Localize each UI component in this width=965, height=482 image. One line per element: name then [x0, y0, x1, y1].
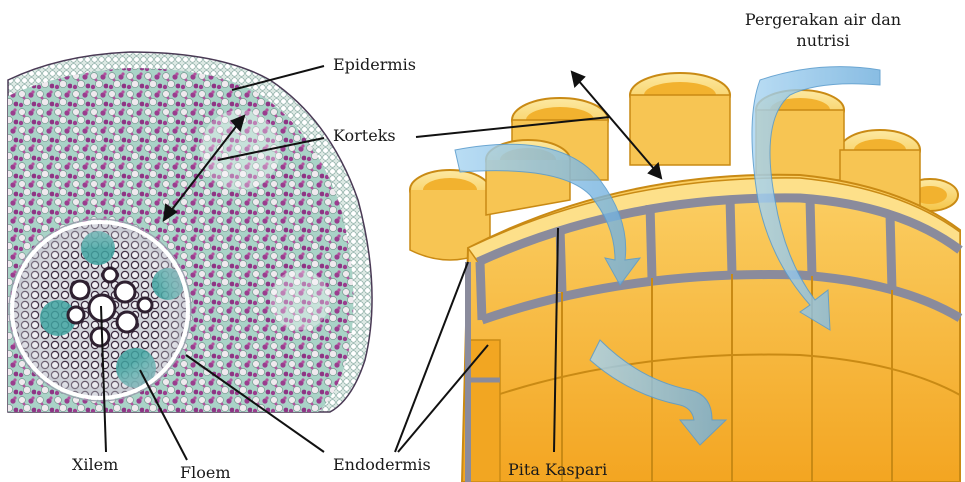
- label-korteks: Korteks: [333, 126, 396, 145]
- label-floem: Floem: [180, 463, 231, 482]
- label-epidermis: Epidermis: [333, 55, 416, 74]
- label-pergerakan-line1: Pergerakan air dan: [733, 10, 913, 29]
- label-pita-kaspari: Pita Kaspari: [508, 460, 607, 479]
- label-pergerakan-line2: nutrisi: [733, 31, 913, 50]
- label-xilem: Xilem: [72, 455, 118, 474]
- label-endodermis: Endodermis: [333, 455, 431, 474]
- endodermis-leader-1: [395, 262, 468, 452]
